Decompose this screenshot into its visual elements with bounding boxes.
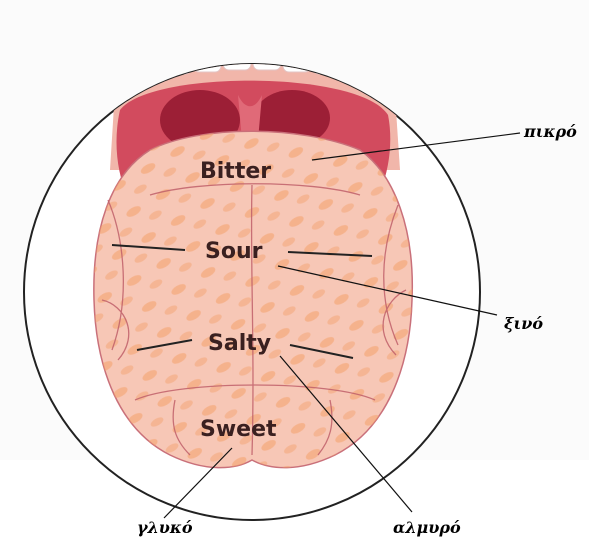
salty-greek-label: αλμυρό (393, 518, 461, 537)
sour-greek-label: ξινό (504, 314, 543, 333)
sweet-label: Sweet (200, 417, 277, 442)
bitter-greek-label: πικρό (523, 122, 577, 141)
sweet-greek-label: γλυκό (137, 518, 193, 537)
salty-label: Salty (208, 331, 271, 356)
bitter-label: Bitter (200, 159, 271, 184)
sour-label: Sour (205, 239, 263, 264)
